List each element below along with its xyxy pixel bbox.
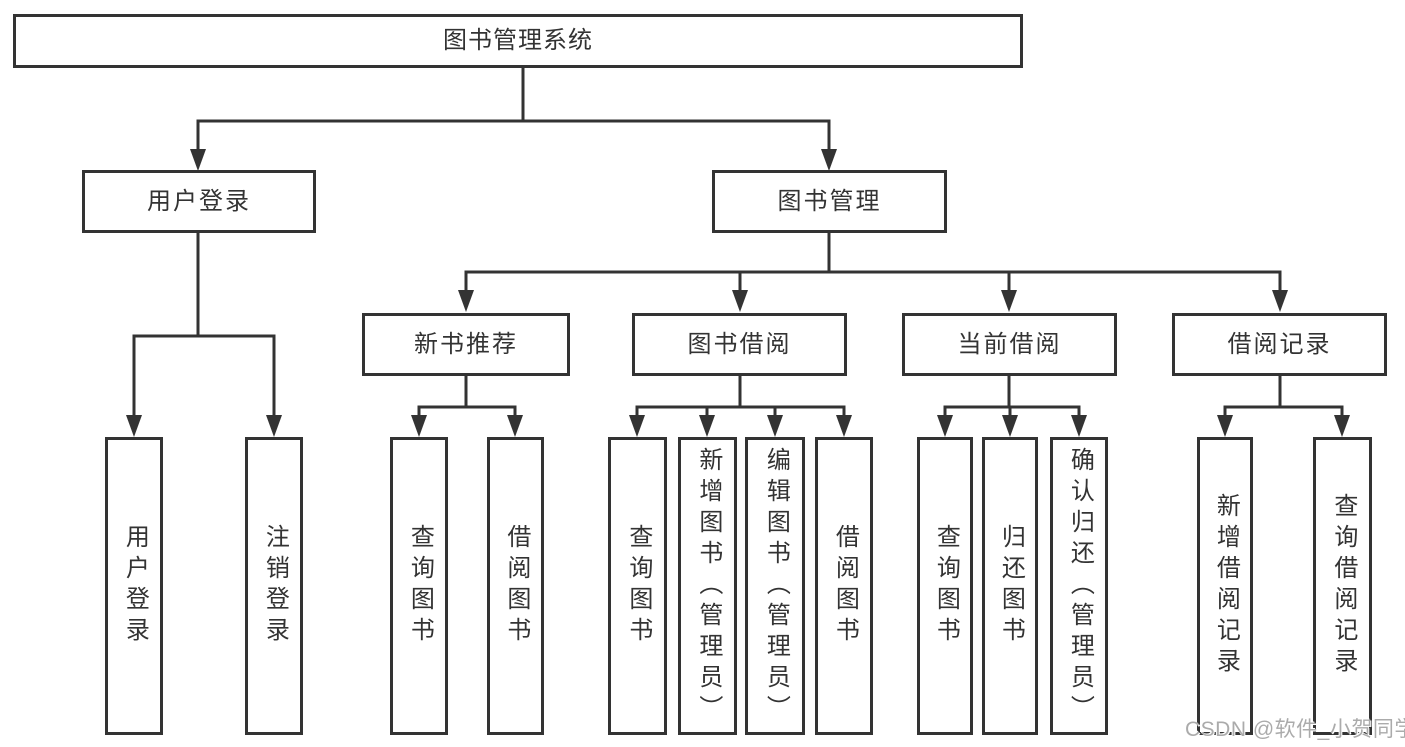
arrowhead-br-query [1334, 415, 1350, 437]
leaf-borrow-add-books-admin: 新增图书（管理员） [678, 437, 737, 735]
leaf-current-return-books-label: 归还图书 [997, 524, 1025, 648]
leaf-newrec-query-books-label: 查询图书 [406, 524, 434, 648]
arrowhead-new-book-rec [458, 290, 474, 312]
leaf-current-confirm-return-admin-label: 确认归还（管理员） [1066, 446, 1094, 726]
node-new-book-rec: 新书推荐 [362, 313, 570, 376]
arrowhead-cb-confirm [1071, 415, 1087, 437]
leaf-logout: 注销登录 [245, 437, 303, 735]
leaf-logout-label: 注销登录 [261, 524, 289, 648]
leaf-borrow-edit-books-admin: 编辑图书（管理员） [745, 437, 805, 735]
arrowhead-leaf-user-login [126, 415, 142, 437]
node-user-login: 用户登录 [82, 170, 316, 233]
node-user-login-label: 用户登录 [147, 187, 251, 215]
leaf-current-confirm-return-admin: 确认归还（管理员） [1050, 437, 1108, 735]
arrowhead-book-mgmt [821, 149, 837, 171]
connector-new-book-rec-branch [417, 374, 517, 420]
arrowhead-book-borrow [732, 290, 748, 312]
connector-user-login-branch [132, 231, 276, 420]
leaf-borrow-query-books-label: 查询图书 [624, 524, 652, 648]
node-book-mgmt: 图书管理 [712, 170, 947, 233]
arrowhead-nb-borrow [507, 415, 523, 437]
leaf-borrow-borrow-books-label: 借阅图书 [831, 524, 859, 648]
arrowhead-bb-query [629, 415, 645, 437]
connector-book-borrow-branch [635, 374, 846, 420]
leaf-newrec-query-books: 查询图书 [390, 437, 448, 735]
leaf-current-query-books-label: 查询图书 [932, 524, 960, 648]
arrowhead-leaf-logout [266, 415, 282, 437]
arrowhead-cb-return [1002, 415, 1018, 437]
leaf-user-login: 用户登录 [105, 437, 163, 735]
node-current-borrow-label: 当前借阅 [957, 330, 1062, 358]
arrowhead-br-add [1217, 415, 1233, 437]
arrowhead-current-borrow [1001, 290, 1017, 312]
leaf-current-query-books: 查询图书 [917, 437, 973, 735]
arrowhead-bb-edit [767, 415, 783, 437]
leaf-borrow-edit-books-admin-label: 编辑图书（管理员） [762, 446, 790, 726]
arrowhead-cb-query [937, 415, 953, 437]
leaf-records-add-record-label: 新增借阅记录 [1212, 493, 1240, 679]
node-new-book-rec-label: 新书推荐 [414, 330, 518, 358]
node-book-mgmt-label: 图书管理 [777, 187, 882, 215]
leaf-borrow-query-books: 查询图书 [608, 437, 667, 735]
arrowhead-user-login [190, 149, 206, 171]
arrowhead-nb-query [411, 415, 427, 437]
leaf-records-query-record: 查询借阅记录 [1313, 437, 1372, 735]
node-root-label: 图书管理系统 [443, 27, 593, 54]
leaf-newrec-borrow-books-label: 借阅图书 [502, 524, 530, 648]
node-book-borrow-label: 图书借阅 [687, 330, 792, 358]
leaf-newrec-borrow-books: 借阅图书 [487, 437, 544, 735]
node-root-system: 图书管理系统 [13, 14, 1023, 68]
leaf-records-query-record-label: 查询借阅记录 [1329, 493, 1357, 679]
leaf-user-login-label: 用户登录 [121, 524, 149, 648]
csdn-watermark: CSDN @软件_小贺同学 [1185, 718, 1405, 741]
connector-root-to-level2 [196, 66, 831, 154]
leaf-borrow-borrow-books: 借阅图书 [815, 437, 873, 735]
arrowhead-bb-add [699, 415, 715, 437]
leaf-borrow-add-books-admin-label: 新增图书（管理员） [694, 446, 722, 726]
connector-borrow-records-branch [1223, 374, 1344, 420]
node-borrow-records: 借阅记录 [1172, 313, 1387, 376]
node-current-borrow: 当前借阅 [902, 313, 1117, 376]
leaf-records-add-record: 新增借阅记录 [1197, 437, 1253, 735]
connector-current-borrow-branch [943, 374, 1081, 420]
leaf-current-return-books: 归还图书 [982, 437, 1038, 735]
node-borrow-records-label: 借阅记录 [1227, 330, 1332, 358]
arrowhead-borrow-records [1272, 290, 1288, 312]
node-book-borrow: 图书借阅 [632, 313, 847, 376]
connector-book-mgmt-branch [464, 231, 1282, 295]
arrowhead-bb-borrow [836, 415, 852, 437]
